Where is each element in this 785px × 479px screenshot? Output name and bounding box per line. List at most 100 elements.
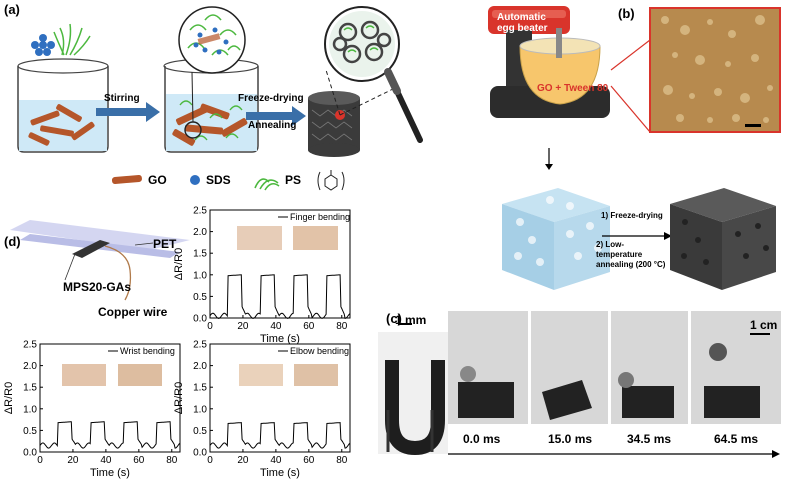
y-tick-label: 2.5 (193, 340, 207, 351)
x-tick-label: 40 (270, 455, 282, 466)
panel-a-label: (a) (4, 2, 20, 17)
sds-legend-label: SDS (206, 173, 231, 187)
series-line (209, 274, 351, 320)
y-tick-label: 2.0 (193, 361, 207, 372)
x-axis-label: Time (s) (90, 467, 130, 479)
beaker-1 (17, 23, 109, 153)
y-tick-label: 2.0 (23, 361, 37, 372)
egg-beater-icon (488, 6, 610, 118)
x-tick-label: 80 (166, 455, 178, 466)
panel-b-label: (b) (618, 6, 635, 21)
go-legend-icon (111, 174, 142, 185)
y-tick-label: 0.5 (193, 292, 207, 303)
x-tick-label: 0 (207, 321, 213, 332)
freeze-drying-step-label: 1) Freeze-drying (601, 211, 663, 220)
y-tick-label: 1.5 (193, 383, 207, 394)
arrow-stirring (96, 102, 160, 122)
x-tick-label: 40 (100, 455, 112, 466)
x-tick-label: 20 (237, 455, 249, 466)
y-axis-label: ΔR/R0 (173, 248, 185, 280)
sensor-illustration (10, 220, 190, 301)
magnifier-icon (324, 6, 423, 143)
y-tick-label: 1.0 (193, 404, 207, 415)
x-tick-label: 0 (37, 455, 43, 466)
plot-frame (209, 209, 351, 319)
pet-label: PET (153, 237, 177, 251)
x-tick-label: 60 (303, 455, 315, 466)
x-tick-label: 60 (303, 321, 315, 332)
legend-label: Wrist bending (120, 346, 175, 356)
porous-aerogel-cube (670, 188, 776, 290)
finger-photo-2 (293, 226, 338, 250)
y-tick-label: 2.5 (193, 206, 207, 217)
y-axis-label: ΔR/R0 (173, 382, 185, 414)
bent-aerogel-photo (378, 323, 448, 456)
panel-a-illustration (17, 6, 423, 191)
elbow-photo-2 (294, 364, 338, 386)
y-tick-label: 1.0 (23, 404, 37, 415)
time-1: 15.0 ms (548, 432, 593, 446)
panel-d-label: (d) (4, 234, 21, 249)
x-tick-label: 80 (336, 455, 348, 466)
bounce-frame-1 (448, 311, 528, 424)
y-tick-label: 1.0 (193, 270, 207, 281)
wrist-photo-1 (62, 364, 106, 386)
x-axis-label: Time (s) (260, 333, 300, 345)
y-tick-label: 0.0 (193, 314, 207, 325)
plot-frame (39, 343, 181, 453)
panel-c-illustration (378, 311, 781, 458)
series-line (39, 421, 181, 449)
series-line (209, 422, 351, 449)
x-tick-label: 80 (336, 321, 348, 332)
ps-structure-icon (317, 170, 345, 191)
finger-photo-1 (237, 226, 282, 250)
y-tick-label: 1.5 (23, 383, 37, 394)
freeze-drying-label: Freeze-drying (238, 93, 304, 104)
y-tick-label: 0.0 (23, 448, 37, 459)
sds-legend-icon (190, 175, 200, 185)
time-3: 64.5 ms (714, 432, 759, 446)
go-legend-label: GO (148, 173, 167, 187)
x-tick-label: 20 (237, 321, 249, 332)
wire-label: Copper wire (98, 305, 168, 319)
x-tick-label: 40 (270, 321, 282, 332)
scale-bar-1cm: 1 cm (750, 318, 778, 332)
elbow-photo-1 (239, 364, 283, 386)
x-tick-label: 20 (67, 455, 79, 466)
bowl-label: GO + Tween 80 (537, 83, 609, 94)
x-tick-label: 0 (207, 455, 213, 466)
x-axis-label: Time (s) (260, 467, 300, 479)
panel-c-label: (c) (386, 311, 402, 326)
scale-bar-1mm: 1 mm (395, 313, 427, 327)
ps-legend-icon (254, 178, 280, 191)
y-tick-label: 2.0 (193, 227, 207, 238)
y-tick-label: 2.5 (23, 340, 37, 351)
stirring-label: Stirring (104, 93, 140, 104)
legend-label: Finger bending (290, 212, 350, 222)
bubble-foam-cube (502, 188, 610, 290)
graphene-aerogel-cylinder (308, 91, 360, 157)
annealing-step-label: 2) Low-temperature annealing (200 °C) (596, 240, 666, 269)
y-tick-label: 1.5 (193, 249, 207, 260)
annealing-label: Annealing (248, 120, 297, 131)
bounce-frame-2 (531, 311, 608, 424)
egg-beater-label: Automatic egg beater (497, 12, 548, 34)
panel-b-illustration (488, 6, 781, 290)
y-tick-label: 0.5 (193, 426, 207, 437)
plot-frame (209, 343, 351, 453)
device-label: MPS20-GAs (63, 280, 132, 294)
bounce-frame-3 (611, 311, 688, 424)
y-tick-label: 0.5 (23, 426, 37, 437)
legend-label: Elbow bending (290, 346, 349, 356)
x-tick-label: 60 (133, 455, 145, 466)
ps-legend-label: PS (285, 173, 302, 187)
foam-micrograph-image (649, 7, 781, 133)
time-2: 34.5 ms (627, 432, 672, 446)
y-axis-label: ΔR/R0 (3, 382, 15, 414)
arrow-freeze-drying (246, 106, 306, 126)
y-tick-label: 0.0 (193, 448, 207, 459)
